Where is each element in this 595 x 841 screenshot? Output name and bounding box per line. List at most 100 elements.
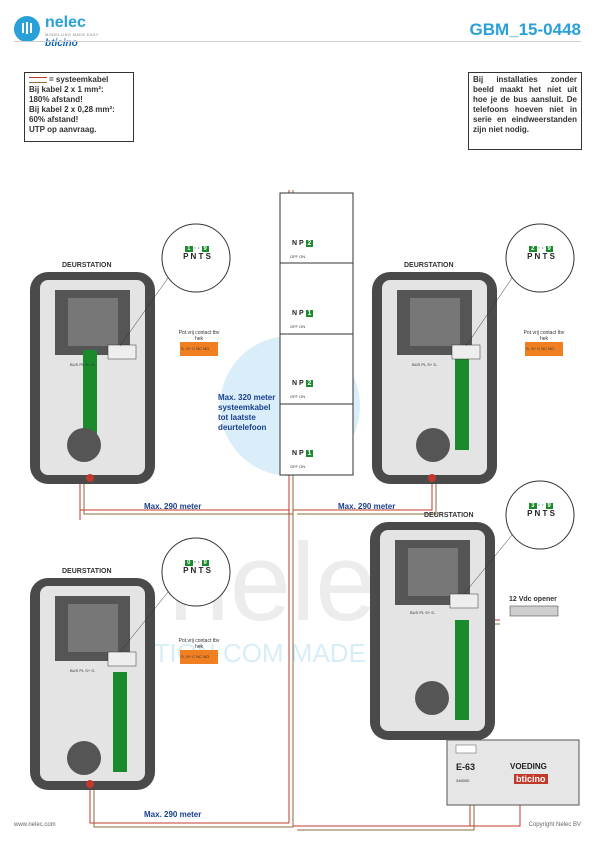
psu-brand: bticino <box>514 774 548 784</box>
riser-distance-label: Max. 320 meter systeemkabel tot laatste … <box>218 393 275 433</box>
cable-note-line: 180% afstand! <box>29 95 83 104</box>
riser-line: deurtelefoon <box>218 423 267 432</box>
handset-2-switch: OFF ON <box>290 324 306 329</box>
cable-note-line: 60% afstand! <box>29 115 79 124</box>
handset-1-np: N P 2 <box>292 240 314 247</box>
dip-zoom-1 <box>161 223 231 293</box>
zoom-pointer-1 <box>119 277 169 347</box>
brand-tagline: MODELLING MADE EASY <box>45 32 99 37</box>
door-station-1 <box>30 272 155 484</box>
dip-values: 0 · · 9 <box>185 560 209 566</box>
zoom-pointer-3 <box>119 591 169 653</box>
riser-line: systeemkabel <box>218 403 271 412</box>
dip-zoom-3 <box>161 537 231 607</box>
door-station-2 <box>372 272 497 484</box>
call-button <box>416 428 450 462</box>
dip-values: 1 · · 9 <box>185 246 209 252</box>
dip-pnts: P N T S <box>183 566 211 575</box>
pot-label-3: Pot.vrij contact tbv hek <box>178 638 220 650</box>
relay-board <box>455 620 469 720</box>
dip-pnts: P N T S <box>527 509 555 518</box>
dip-pnts: P N T S <box>527 252 555 261</box>
cable-legend: = systeemkabel <box>29 75 129 85</box>
document-code: GBM_15-0448 <box>469 20 581 39</box>
handset-3-np: N P 2 <box>292 380 314 387</box>
call-button <box>67 428 101 462</box>
status-led <box>86 474 94 482</box>
distance-label-3: Max. 290 meter <box>144 810 202 819</box>
cable-note-line: UTP op aanvraag. <box>29 125 97 134</box>
cable-note-line: Bij kabel 2 x 1 mm²: <box>29 85 104 94</box>
dip-zoom-text-1: 1 · · 9 P N T S <box>174 246 220 261</box>
header-divider <box>14 41 581 42</box>
cable-station3-brown <box>93 790 293 828</box>
pot-contact-block-2 <box>525 342 563 356</box>
riser-line: Max. 320 meter <box>218 393 276 402</box>
dip-values: 2 · · 9 <box>529 246 553 252</box>
zoom-pointer-4 <box>463 534 513 595</box>
dip-zoom-2 <box>505 223 575 293</box>
dip-zoom-text-3: 0 · · 9 P N T S <box>174 560 220 575</box>
station-title-1: DEURSTATION <box>62 262 112 269</box>
handset-column <box>279 192 354 476</box>
bus-label-4: BUS PL S+ S- <box>410 610 436 615</box>
dip-connector <box>107 651 137 667</box>
door-station-3 <box>30 578 155 790</box>
dip-connector <box>451 344 481 360</box>
distance-label-1: Max. 290 meter <box>144 502 202 511</box>
opener-label: 12 Vdc opener <box>509 596 557 603</box>
door-station-4 <box>370 522 495 740</box>
installation-note: Bij installaties zonder beeld maakt het … <box>468 72 582 150</box>
pot-label-2: Pot.vrij contact tbv hek <box>523 330 565 342</box>
bus-label-2: BUS PL S+ S- <box>412 362 438 367</box>
pot-terminals-1: S- S+ C NC NO <box>181 346 210 351</box>
call-button <box>415 681 449 715</box>
psu-model: E-63 <box>456 762 476 772</box>
call-button <box>67 741 101 775</box>
psu-indicator <box>455 744 477 754</box>
handset-3-switch: OFF ON <box>290 394 306 399</box>
psu-title: VOEDING <box>510 762 547 771</box>
handset-4-np: N P 1 <box>292 450 314 457</box>
power-supply <box>446 739 580 806</box>
speaker-grille <box>68 604 118 652</box>
brand-logo[interactable]: nelec MODELLING MADE EASY bticino <box>14 14 124 50</box>
dip-zoom-text-2: 2 · · 9 P N T S <box>518 246 564 261</box>
brand-partner: bticino <box>45 38 78 49</box>
bus-label-3: BUS PL S+ S- <box>70 668 96 673</box>
status-led <box>428 474 436 482</box>
door-opener <box>509 605 559 617</box>
relay-board <box>113 672 127 772</box>
zoom-pointer-2 <box>465 277 513 347</box>
watermark-subtext: ... TION COM MADE ... <box>125 638 395 668</box>
handset-2-np: N P 1 <box>292 310 314 317</box>
status-led <box>86 780 94 788</box>
riser-line: tot laatste <box>218 413 256 422</box>
dip-values: 3 · · 9 <box>529 503 553 509</box>
dip-zoom-text-4: 3 · · 9 P N T S <box>518 503 564 518</box>
pot-contact-block-3 <box>180 650 218 664</box>
dip-zoom-4 <box>505 480 575 550</box>
cable-legend-swatch <box>29 76 47 83</box>
footer-website[interactable]: www.nelec.com <box>14 822 56 828</box>
bus-label-1: BUS PL S+ S- <box>70 362 96 367</box>
pot-terminals-2: S- S+ C NC NO <box>526 346 555 351</box>
speaker-grille <box>408 548 458 596</box>
footer-copyright: Copyright Nelec BV <box>528 822 581 828</box>
speaker-grille <box>68 298 118 346</box>
psu-code: 346000 <box>456 778 470 783</box>
pot-terminals-3: S- S+ C NC NO <box>181 654 210 659</box>
cable-note-line: Bij kabel 2 x 0,28 mm²: <box>29 105 115 114</box>
station-title-4: DEURSTATION <box>424 512 474 519</box>
dip-pnts: P N T S <box>183 252 211 261</box>
station-title-2: DEURSTATION <box>404 262 454 269</box>
pot-contact-block-1 <box>180 342 218 356</box>
dip-connector <box>107 344 137 360</box>
handset-1-switch: OFF ON <box>290 254 306 259</box>
cable-note: = systeemkabel Bij kabel 2 x 1 mm²: 180%… <box>24 72 134 142</box>
brand-logo-mark <box>14 16 40 42</box>
dip-connector <box>449 593 479 609</box>
distance-label-2: Max. 290 meter <box>338 502 396 511</box>
station-title-3: DEURSTATION <box>62 568 112 575</box>
brand-name: nelec <box>45 14 86 31</box>
